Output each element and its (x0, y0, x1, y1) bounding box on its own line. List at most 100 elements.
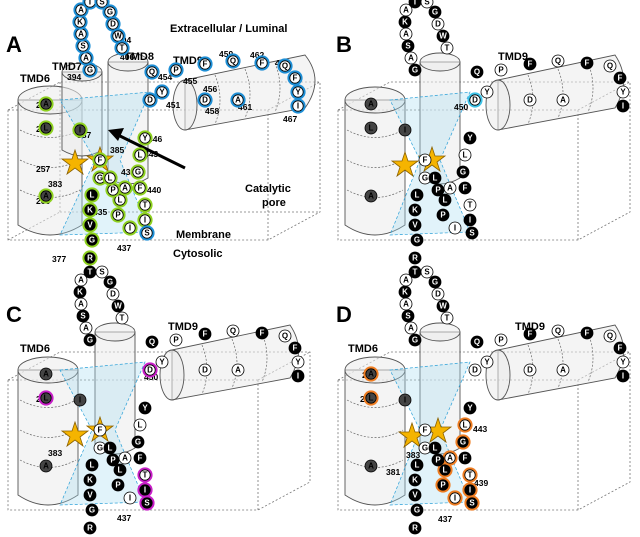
svg-text:G: G (89, 506, 95, 515)
panel-d: D TMD6 TMD9 246 250 443 383 381 439 (336, 265, 631, 535)
residue-number: 257 (36, 164, 50, 174)
svg-text:F: F (528, 60, 533, 69)
residue-bead: A (364, 189, 378, 203)
svg-text:D: D (202, 96, 208, 105)
svg-text:A: A (403, 6, 409, 15)
residue-bead: G (103, 275, 117, 289)
svg-text:F: F (618, 344, 623, 353)
svg-text:L: L (90, 461, 95, 470)
svg-text:G: G (414, 506, 420, 515)
svg-text:K: K (402, 288, 408, 297)
catalytic-pore-arrowhead (108, 128, 124, 141)
residue-bead: I (447, 490, 463, 506)
residue-bead: G (408, 333, 422, 347)
residue-bead: A (74, 297, 88, 311)
svg-text:P: P (498, 336, 504, 345)
svg-text:T: T (88, 268, 93, 277)
residue-bead: L (363, 390, 379, 406)
residue-bead: F (580, 326, 594, 340)
residue-bead: L (457, 417, 473, 433)
residue-bead: S (75, 38, 91, 54)
residue-bead: V (82, 217, 98, 233)
svg-text:S: S (144, 499, 150, 508)
residue-number: 461 (238, 102, 252, 112)
svg-text:T: T (445, 314, 450, 323)
residue-number: 455 (183, 76, 197, 86)
residue-bead: A (399, 3, 413, 17)
residue-number: 437 (117, 243, 131, 253)
svg-text:G: G (432, 8, 438, 17)
svg-text:T: T (468, 471, 473, 480)
svg-text:A: A (368, 462, 374, 471)
residue-bead: D (523, 363, 537, 377)
residue-bead: Q (603, 59, 617, 73)
svg-text:P: P (440, 481, 446, 490)
svg-text:G: G (460, 168, 466, 177)
svg-text:Y: Y (620, 358, 626, 367)
svg-text:A: A (447, 454, 453, 463)
residue-bead: K (73, 285, 87, 299)
svg-text:F: F (98, 156, 103, 165)
residue-bead: G (83, 333, 97, 347)
residue-bead: Q (470, 335, 484, 349)
svg-text:S: S (405, 312, 411, 321)
svg-text:V: V (87, 491, 93, 500)
svg-text:F: F (585, 329, 590, 338)
residue-bead: P (111, 478, 125, 492)
residue-bead: I (448, 221, 462, 235)
residue-bead: Q (551, 54, 565, 68)
residue-bead: Q (470, 65, 484, 79)
residue-bead: K (408, 473, 422, 487)
residue-bead: D (431, 287, 445, 301)
residue-bead: P (436, 208, 450, 222)
svg-text:F: F (203, 60, 208, 69)
residue-bead: P (431, 183, 445, 197)
svg-text:L: L (415, 461, 420, 470)
svg-text:F: F (293, 74, 298, 83)
residue-bead: A (399, 27, 413, 41)
svg-text:A: A (43, 462, 49, 471)
svg-text:A: A (122, 454, 128, 463)
catalytic-pore-arrow (117, 133, 186, 170)
residue-bead: D (142, 92, 158, 108)
residue-bead: G (82, 62, 98, 78)
svg-text:I: I (79, 126, 81, 135)
residue-bead: L (364, 121, 378, 135)
svg-text:G: G (412, 336, 418, 345)
svg-text:S: S (80, 312, 86, 321)
residue-bead: D (197, 92, 213, 108)
svg-text:A: A (43, 192, 49, 201)
residue-bead: L (103, 441, 117, 455)
residue-bead: Q (225, 53, 241, 69)
svg-text:L: L (138, 151, 143, 160)
residue-bead: S (401, 309, 415, 323)
residue-bead: L (85, 458, 99, 472)
residue-bead: L (38, 120, 54, 136)
svg-text:L: L (463, 151, 468, 160)
label-tmd6: TMD6 (348, 343, 378, 355)
panel-c: C TMD6 TMD9 450 250 383 437 (6, 265, 311, 535)
residue-bead: P (169, 333, 183, 347)
residue-bead: W (111, 299, 125, 313)
residue-bead: A (118, 451, 132, 465)
svg-text:I: I (469, 216, 471, 225)
residue-bead: R (83, 521, 97, 535)
svg-text:I: I (144, 486, 146, 495)
svg-text:F: F (618, 74, 623, 83)
residue-bead: S (465, 226, 479, 240)
residue-bead: T (137, 197, 153, 213)
residue-bead: L (410, 458, 424, 472)
svg-text:F: F (260, 329, 265, 338)
residue-number: 435 (93, 207, 107, 217)
residue-bead: D (198, 363, 212, 377)
svg-text:P: P (173, 336, 179, 345)
svg-text:V: V (412, 221, 418, 230)
svg-text:A: A (403, 300, 409, 309)
svg-text:R: R (87, 254, 93, 263)
label-tmd7: TMD7 (52, 61, 82, 73)
svg-text:A: A (122, 184, 128, 193)
svg-text:Q: Q (282, 62, 288, 71)
svg-text:L: L (44, 124, 49, 133)
